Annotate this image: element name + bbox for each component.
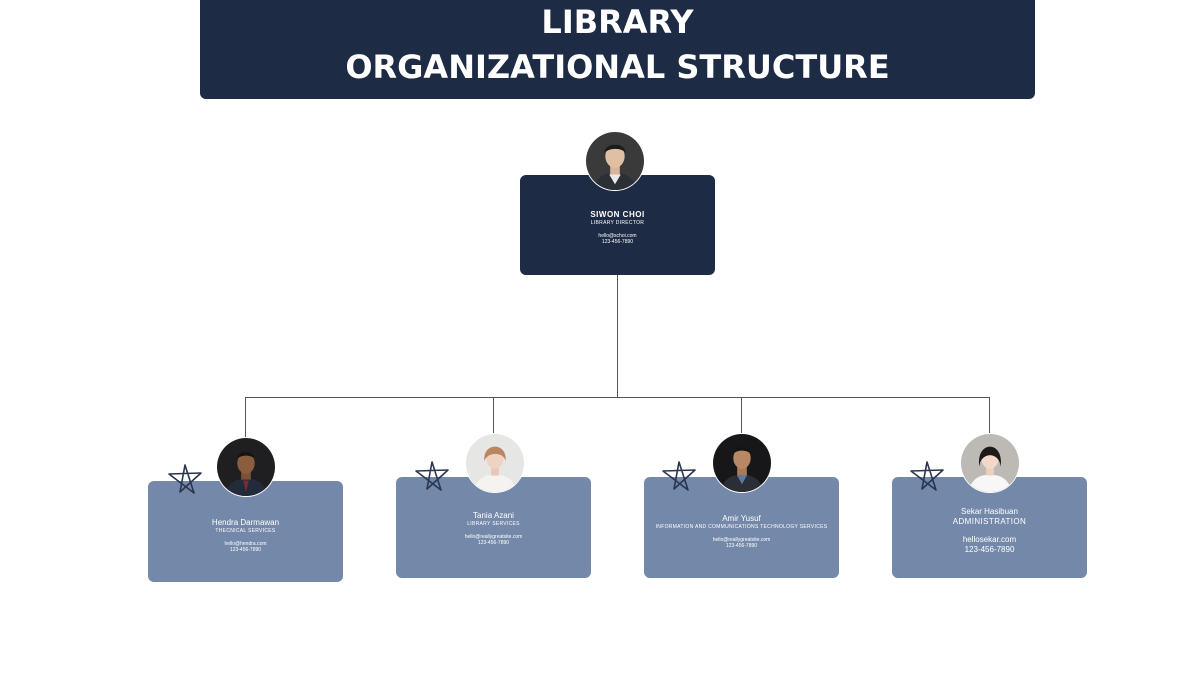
staff-avatar-amir: [712, 433, 772, 493]
title-banner: LIBRARY ORGANIZATIONAL STRUCTURE: [200, 0, 1035, 99]
title-line-1: LIBRARY: [541, 3, 694, 41]
director-avatar: [585, 131, 645, 191]
staff-name: Hendra Darmawan: [211, 518, 280, 527]
staff-name: Amir Yusuf: [722, 514, 761, 523]
staff-name: Sekar Hasibuan: [961, 507, 1018, 516]
staff-card-library-services: Tania Azani LIBRARY SERVICES hello@reall…: [396, 477, 591, 578]
staff-card-technical-services: Hendra Darmawan THECNICAL SERVICES hello…: [148, 481, 343, 582]
staff-phone: 123-456-7890: [964, 545, 1015, 554]
staff-email: hello@hendra.com: [224, 541, 267, 547]
staff-role: LIBRARY SERVICES: [467, 521, 520, 527]
staff-avatar-hendra: [216, 437, 276, 497]
staff-email: hello@reallygreatsite.com: [464, 534, 523, 540]
staff-email: hellosekar.com: [962, 535, 1017, 544]
staff-avatar-tania: [465, 433, 525, 493]
staff-phone: 123-456-7890: [229, 547, 262, 553]
director-email: hello@schoi.com: [598, 233, 637, 239]
director-phone: 123-456-7890: [601, 239, 634, 245]
director-name: SIWON CHOI: [590, 210, 645, 219]
staff-phone: 123-456-7890: [477, 540, 510, 546]
staff-phone: 123-456-7890: [725, 543, 758, 549]
title-line-2: ORGANIZATIONAL STRUCTURE: [345, 48, 890, 86]
staff-role: INFORMATION AND COMMUNICATIONS TECHNOLOG…: [655, 524, 828, 530]
staff-role: THECNICAL SERVICES: [215, 528, 276, 534]
star-doodle-icon: [168, 464, 202, 494]
star-doodle-icon: [662, 461, 696, 491]
staff-avatar-sekar: [960, 433, 1020, 493]
star-doodle-icon: [910, 461, 944, 491]
star-doodle-icon: [415, 461, 449, 491]
staff-card-ict-services: Amir Yusuf INFORMATION AND COMMUNICATION…: [644, 477, 839, 578]
staff-role: ADMINISTRATION: [952, 517, 1027, 526]
staff-card-administration: Sekar Hasibuan ADMINISTRATION hellosekar…: [892, 477, 1087, 578]
director-card: SIWON CHOI LIBRARY DIRECTOR hello@schoi.…: [520, 175, 715, 275]
staff-name: Tania Azani: [473, 511, 514, 520]
staff-email: hello@reallygreatsite.com: [712, 537, 771, 543]
director-role: LIBRARY DIRECTOR: [590, 220, 645, 226]
